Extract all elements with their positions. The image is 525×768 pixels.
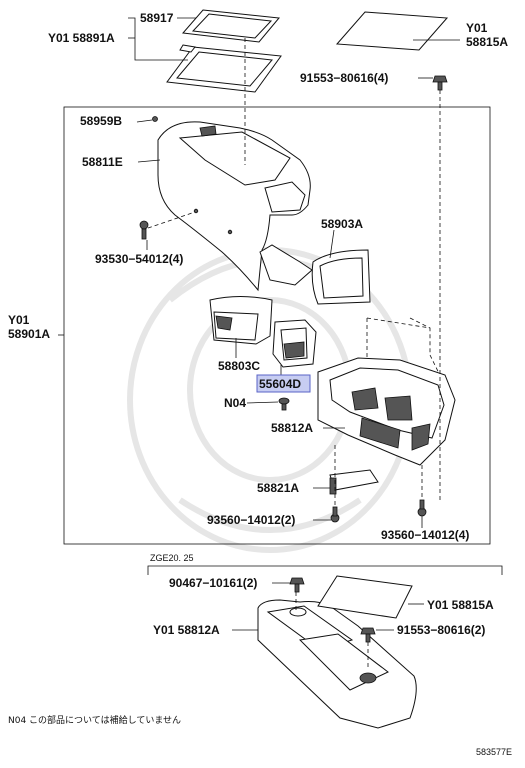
label-58917[interactable]: 58917: [140, 11, 174, 25]
label-93530[interactable]: 93530−54012(4): [95, 252, 183, 266]
label-58901A-prefix[interactable]: Y01: [8, 313, 30, 327]
label-N04[interactable]: N04: [224, 396, 246, 410]
highlight-55604D: [256, 374, 311, 393]
part-58917-lid: [182, 9, 280, 43]
part-55604D-box: [272, 319, 317, 368]
part-58815A-mat-bottom: [317, 575, 413, 619]
part-58812A-box: [317, 317, 456, 497]
footnote: N04 この部品については補給していません: [8, 714, 181, 726]
part-58903A-panel: [311, 249, 371, 305]
clip-N04: [278, 397, 290, 411]
label-58821A[interactable]: 58821A: [257, 481, 299, 495]
variant-bracket: [147, 565, 503, 575]
diagram-code: 583577E: [476, 747, 512, 757]
label-58903A[interactable]: 58903A: [321, 217, 363, 231]
label-58959B[interactable]: 58959B: [80, 114, 122, 128]
variant-label: ZGE20. 25: [150, 553, 194, 563]
part-58821A-bracket: [329, 469, 379, 495]
part-58891A-tray: [166, 44, 282, 93]
label-93560-right[interactable]: 93560−14012(4): [381, 528, 469, 542]
label-93560-left[interactable]: 93560−14012(2): [207, 513, 295, 527]
screw-93530: [139, 220, 149, 240]
leader-lines: [58, 17, 460, 670]
label-58815A-top[interactable]: 58815A: [466, 35, 508, 49]
label-58803C[interactable]: 58803C: [218, 359, 260, 373]
screw-93560-left: [330, 506, 340, 523]
screw-93560-right: [417, 499, 427, 517]
main-frame: [63, 106, 491, 545]
screw-91553-top: [432, 75, 448, 91]
part-58803C-pocket: [209, 296, 273, 345]
part-58815A-mat-top: [335, 11, 449, 51]
label-58812A-bottom[interactable]: Y01 58812A: [153, 623, 220, 637]
part-58811E-console-upper: [152, 116, 313, 292]
label-58811E[interactable]: 58811E: [82, 155, 123, 169]
label-91553-bottom[interactable]: 91553−80616(2): [397, 623, 485, 637]
label-91553-top[interactable]: 91553−80616(4): [300, 71, 388, 85]
label-55604D[interactable]: 55604D: [259, 377, 301, 391]
part-58812A-lower-console: [257, 599, 417, 729]
label-58815A-top-prefix[interactable]: Y01: [466, 21, 488, 35]
screw-90467: [289, 577, 305, 593]
label-90467[interactable]: 90467−10161(2): [169, 576, 257, 590]
label-58815A-bottom[interactable]: Y01 58815A: [427, 598, 494, 612]
label-58901A[interactable]: 58901A: [8, 327, 50, 341]
label-58891A[interactable]: Y01 58891A: [48, 31, 115, 45]
label-58812A[interactable]: 58812A: [271, 421, 313, 435]
